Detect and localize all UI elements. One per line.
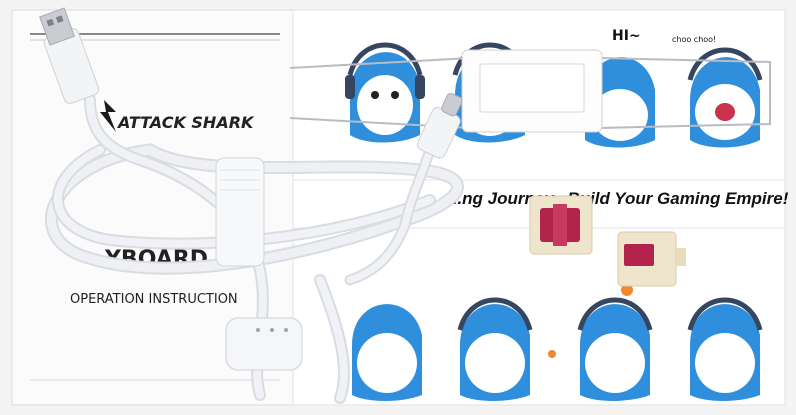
- speech-choo: choo choo!: [672, 35, 716, 44]
- switch-puller: [289, 49, 771, 133]
- shark-sticker-bottom-3: [577, 297, 653, 401]
- sticker-slogan: ...ng Journey...Build Your Gaming Empire…: [448, 189, 789, 208]
- velcro-cable-strap: [215, 157, 265, 267]
- usb-c-connector: [416, 92, 463, 159]
- manual-subtitle: OPERATION INSTRUCTION: [70, 292, 238, 307]
- shark-sticker-bottom-2: [457, 297, 533, 401]
- shark-sticker-bottom-1: [352, 304, 422, 401]
- keyboard-switch-2: [617, 231, 686, 287]
- brand-logo: ATTACK SHARK: [100, 100, 255, 132]
- shark-sticker-top-1: [345, 42, 425, 143]
- keyboard-switch-1: [529, 195, 593, 255]
- speech-hi: HI~: [612, 28, 641, 44]
- flower-decoration: [621, 284, 633, 296]
- brand-name: ATTACK SHARK: [116, 113, 255, 132]
- ferrite-bead: [225, 317, 303, 371]
- usb-a-connector: [39, 7, 100, 104]
- shark-sticker-bottom-4: [687, 297, 763, 401]
- flower-decoration-2: [548, 350, 556, 358]
